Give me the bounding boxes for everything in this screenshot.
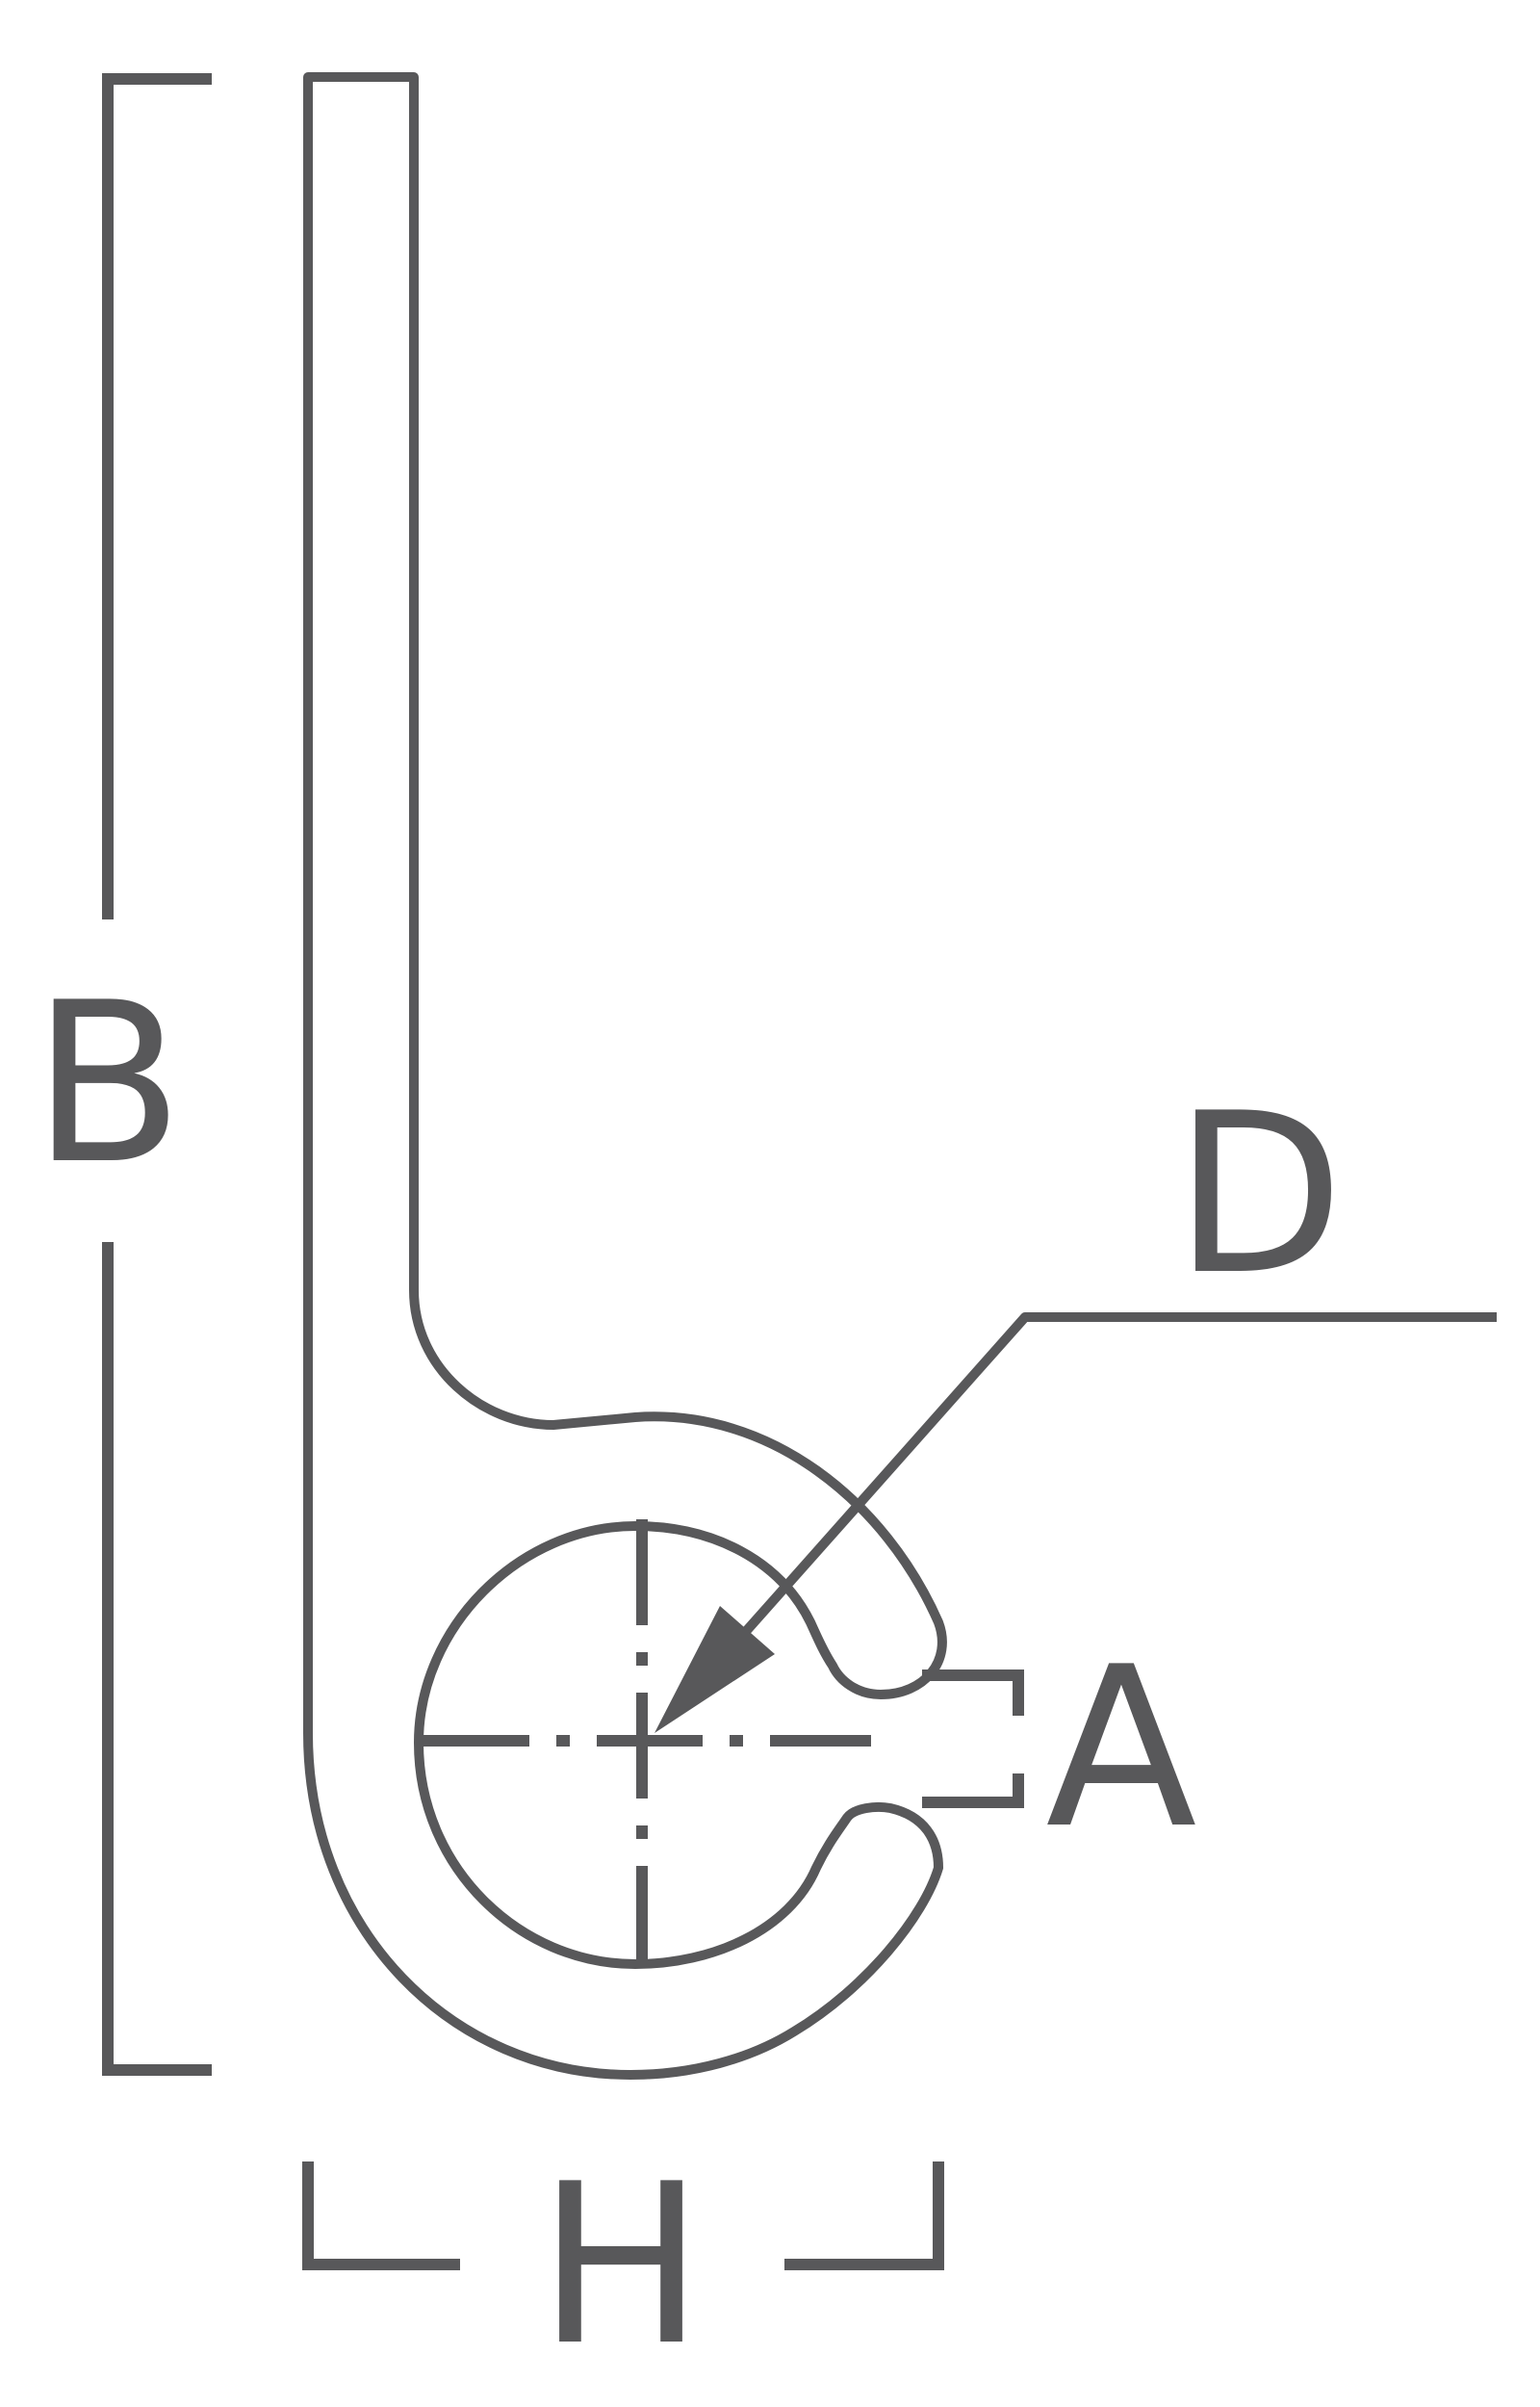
label-d: D (1173, 1067, 1344, 1324)
h-dimension-bracket (302, 2161, 944, 2270)
hook-outline (303, 72, 947, 2080)
d-leader (654, 1312, 1497, 1733)
label-a: A (1045, 1620, 1196, 1877)
label-b: B (32, 956, 184, 1213)
a-dimension-bracket (922, 1669, 1024, 1808)
b-dimension-bracket (102, 73, 212, 2076)
center-lines (424, 1519, 871, 1959)
d-arrowhead (654, 1606, 775, 1733)
label-h: H (538, 2137, 705, 2394)
